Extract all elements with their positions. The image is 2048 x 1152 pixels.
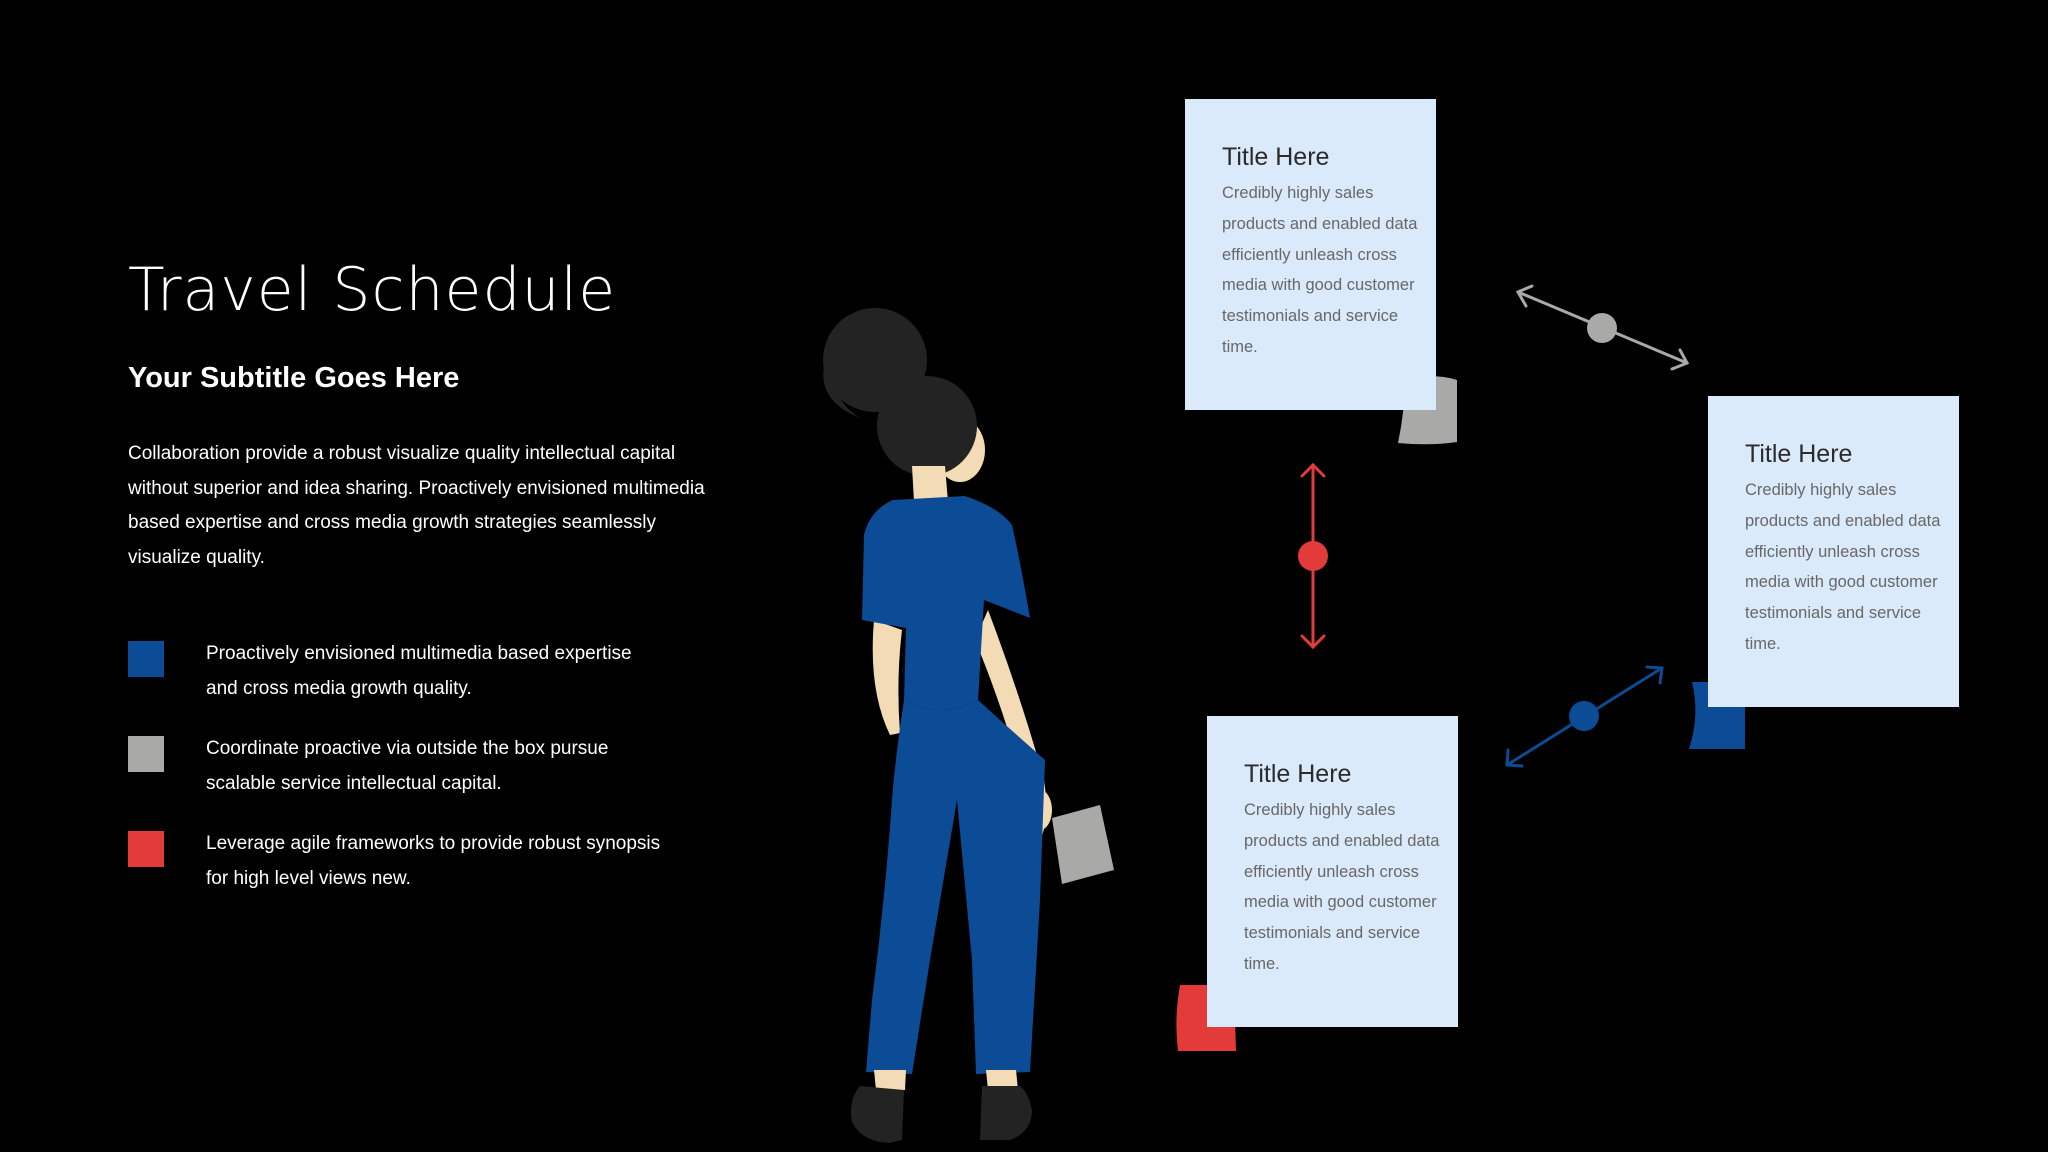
connector-node-blue: [1569, 701, 1599, 731]
legend-swatch-blue: [128, 641, 164, 677]
legend-text: Proactively envisioned multimedia based …: [206, 643, 632, 699]
intro-paragraph: Collaboration provide a robust visualize…: [128, 443, 705, 568]
slide-title: Travel Schedule: [128, 255, 617, 325]
legend-text: Leverage agile frameworks to provide rob…: [206, 833, 661, 889]
card-3: Title Here Credibly highly sales product…: [1207, 716, 1458, 1027]
legend-text: Coordinate proactive via outside the box…: [206, 738, 609, 794]
slide-subtitle: Your Subtitle Goes Here: [128, 362, 460, 394]
legend-swatch-red: [128, 831, 164, 867]
card-body: Credibly highly sales products and enabl…: [1745, 481, 1941, 653]
connector-node-gray: [1587, 313, 1617, 343]
card-title: Title Here: [1244, 760, 1352, 788]
card-title: Title Here: [1222, 143, 1330, 171]
legend-swatch-gray: [128, 736, 164, 772]
card-body: Credibly highly sales products and enabl…: [1222, 184, 1418, 356]
card-2: Title Here Credibly highly sales product…: [1708, 396, 1959, 707]
card-title: Title Here: [1745, 440, 1853, 468]
card-body: Credibly highly sales products and enabl…: [1244, 801, 1440, 973]
connector-node-red: [1298, 541, 1328, 571]
woman-figure: [823, 308, 1114, 1143]
card-1: Title Here Credibly highly sales product…: [1185, 99, 1436, 410]
